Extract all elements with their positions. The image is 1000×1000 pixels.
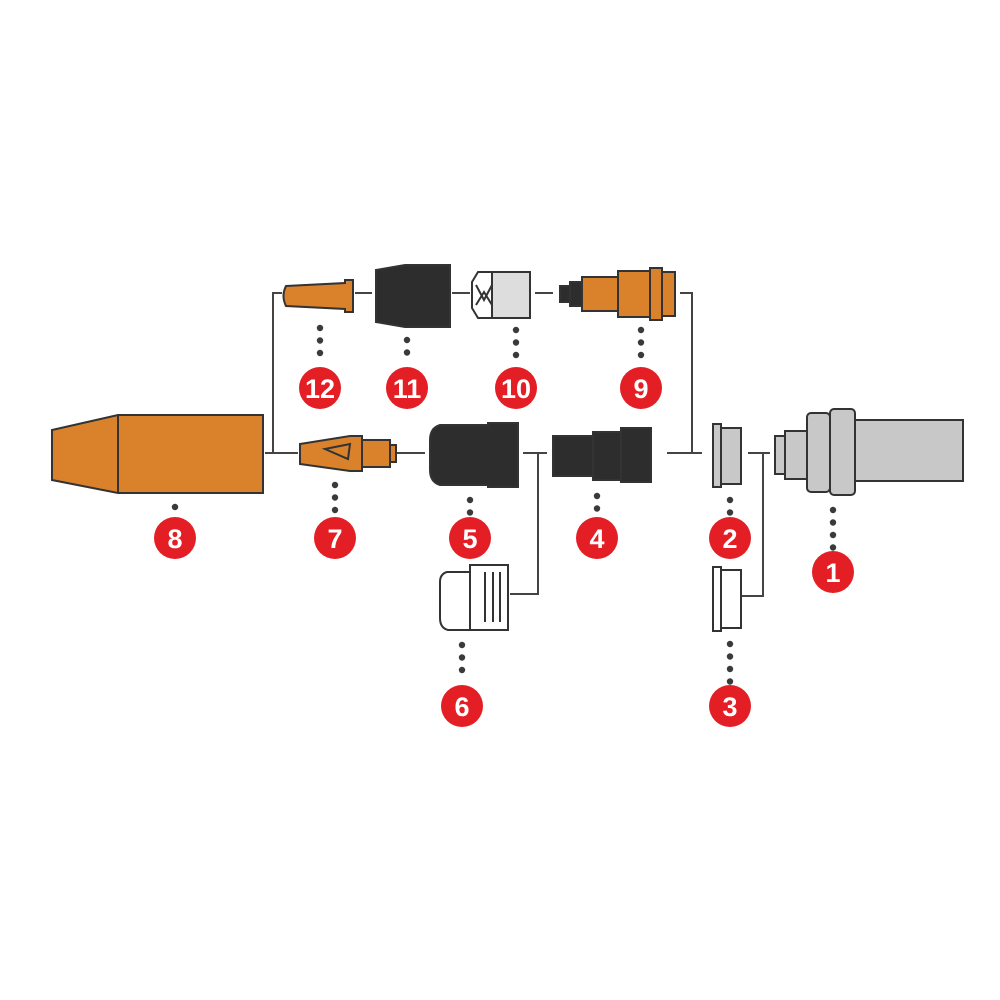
badge-part-6[interactable]: 6: [441, 641, 483, 727]
part-4-gas-diffuser[interactable]: [552, 427, 652, 483]
part-9-diffuser[interactable]: [559, 267, 676, 321]
badge-number: 2: [722, 524, 737, 554]
leader-dot: [829, 531, 837, 539]
badge-part-11[interactable]: 11: [386, 336, 428, 409]
badge-part-2[interactable]: 2: [709, 496, 751, 559]
connector-lines: [265, 292, 770, 597]
badge-number: 4: [589, 524, 604, 554]
badge-circle: [709, 517, 751, 559]
leader-dot: [171, 503, 179, 511]
badge-part-7[interactable]: 7: [314, 481, 356, 559]
part-12-tip[interactable]: [282, 279, 354, 313]
badge-number: 3: [722, 692, 737, 722]
badge-part-9[interactable]: 9: [620, 326, 662, 409]
badge-part-3[interactable]: 3: [709, 640, 751, 727]
leader-dot: [637, 351, 645, 359]
leader-dot: [726, 509, 734, 516]
leader-dot: [593, 492, 601, 500]
leader-dot: [829, 544, 837, 551]
badge-circle: [576, 517, 618, 559]
leader-dot: [316, 337, 324, 344]
leader-dot: [458, 641, 466, 649]
leader-dot: [458, 654, 466, 661]
badge-number: 12: [305, 374, 335, 404]
part-7-contact-tip[interactable]: [299, 435, 397, 472]
badge-circle: [441, 685, 483, 727]
part-6-insulator[interactable]: [439, 564, 509, 631]
leader-dot: [726, 653, 734, 660]
leader-dot: [593, 505, 601, 512]
badge-number: 6: [454, 692, 469, 722]
leader-dot: [637, 326, 645, 334]
badge-circle: [812, 551, 854, 593]
badge-part-10[interactable]: 10: [495, 326, 537, 409]
badge-part-8[interactable]: 8: [154, 503, 196, 559]
badge-number: 7: [327, 524, 342, 554]
badge-number: 1: [825, 558, 840, 588]
leader-dot: [829, 519, 837, 526]
part-2-insulator[interactable]: [712, 423, 742, 488]
part-3-insulator[interactable]: [712, 566, 742, 632]
part-5-nozzle-insulator[interactable]: [429, 422, 519, 488]
leader-dot: [403, 349, 411, 356]
leader-dot: [726, 665, 734, 673]
part-1-torch-neck[interactable]: [774, 408, 964, 496]
leader-dot: [331, 494, 339, 501]
leader-dot: [466, 509, 474, 516]
badge-number: 9: [633, 374, 648, 404]
badge-circle: [709, 685, 751, 727]
badge-circle: [154, 517, 196, 559]
badge-circle: [449, 517, 491, 559]
badge-number: 5: [462, 524, 477, 554]
leader-dot: [637, 339, 645, 346]
leader-dot: [466, 496, 474, 504]
leader-dot: [458, 666, 466, 674]
badge-part-1[interactable]: 1: [812, 506, 854, 593]
part-11-sleeve[interactable]: [375, 264, 451, 328]
badge-part-12[interactable]: 12: [299, 324, 341, 409]
badge-circle: [620, 367, 662, 409]
leader-dot: [512, 339, 520, 346]
badge-circle: [495, 367, 537, 409]
part-8-nozzle[interactable]: [51, 414, 264, 494]
badge-part-5[interactable]: 5: [449, 496, 491, 559]
leader-dot: [331, 506, 339, 514]
badge-number: 8: [167, 524, 182, 554]
leader-dot: [316, 324, 324, 332]
badge-circle: [386, 367, 428, 409]
badge-circle: [314, 517, 356, 559]
badge-number: 10: [501, 374, 531, 404]
leader-dot: [829, 506, 837, 514]
leader-dot: [726, 496, 734, 504]
leader-dot: [512, 326, 520, 334]
badge-number: 11: [393, 374, 422, 404]
leader-dot: [331, 481, 339, 489]
part-10-insulator[interactable]: [471, 271, 531, 319]
leader-dot: [512, 351, 520, 359]
leader-dot: [726, 678, 734, 685]
leader-dot: [316, 349, 324, 357]
badge-circle: [299, 367, 341, 409]
leader-dot: [403, 336, 411, 344]
badge-part-4[interactable]: 4: [576, 492, 618, 559]
leader-dot: [726, 640, 734, 648]
